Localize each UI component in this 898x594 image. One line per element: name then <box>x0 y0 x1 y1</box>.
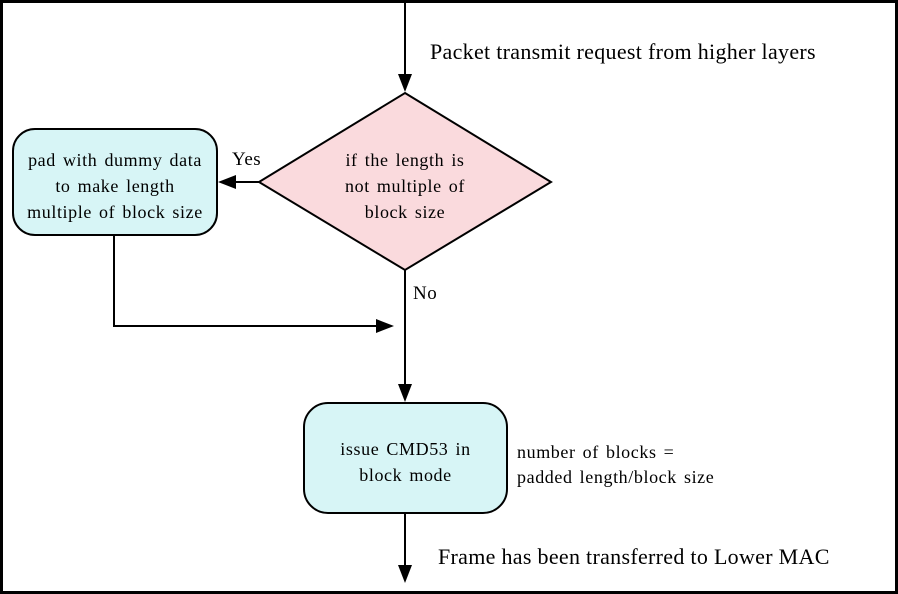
cmd53-text-line: block mode <box>359 465 452 485</box>
blocks-formula-annotation: number of blocks = padded length/block s… <box>517 440 714 490</box>
cmd53-process-box <box>303 402 508 514</box>
blocks-formula-line: padded length/block size <box>517 467 715 487</box>
decision-text-line: not multiple of <box>345 176 465 196</box>
yes-label: Yes <box>232 149 262 170</box>
arrowheads <box>218 74 412 583</box>
exit-label: Frame has been transferred to Lower MAC <box>438 544 830 569</box>
pad-text: pad with dummy data to make length multi… <box>13 147 217 225</box>
pad-return-line <box>113 235 377 327</box>
pad-process-box <box>12 128 218 236</box>
flowchart-graphics <box>12 3 553 583</box>
entry-label: Packet transmit request from higher laye… <box>430 39 816 64</box>
no-arrowhead-icon <box>398 384 412 402</box>
decision-text: if the length is not multiple of block s… <box>285 147 525 225</box>
yes-arrowhead-icon <box>218 175 236 189</box>
entry-arrowhead-icon <box>398 74 412 92</box>
pad-text-line: pad with dummy data <box>28 150 202 170</box>
pad-text-line: to make length <box>55 176 175 196</box>
pad-return-arrowhead-icon <box>376 319 394 333</box>
decision-diamond <box>257 91 553 272</box>
blocks-formula-line: number of blocks = <box>517 442 675 462</box>
exit-arrowhead-icon <box>398 565 412 583</box>
decision-text-line: if the length is <box>345 150 465 170</box>
cmd53-text: issue CMD53 in block mode <box>304 436 507 488</box>
cmd53-text-line: issue CMD53 in <box>340 439 471 459</box>
pad-text-line: multiple of block size <box>27 202 203 222</box>
connector-lines <box>113 3 406 566</box>
no-label: No <box>413 283 438 304</box>
decision-text-line: block size <box>364 202 446 222</box>
